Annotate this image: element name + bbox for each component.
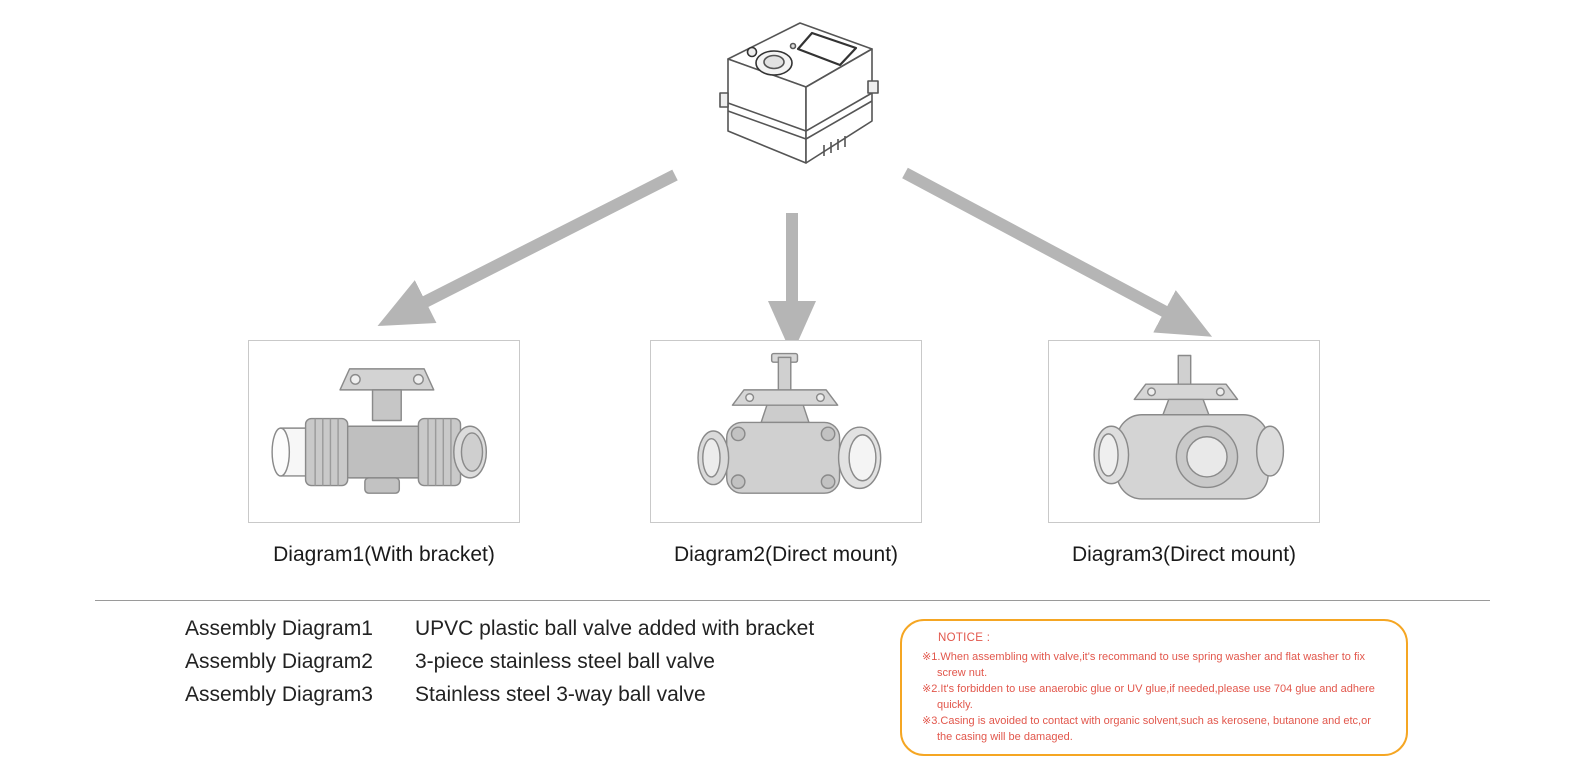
arrow-right-icon bbox=[902, 167, 1213, 337]
assembly-list: Assembly Diagram1 UPVC plastic ball valv… bbox=[185, 612, 814, 711]
actuator-illustration bbox=[700, 5, 896, 173]
assembly2-name: Assembly Diagram2 bbox=[185, 650, 373, 673]
electric-actuator-icon bbox=[719, 22, 879, 164]
diagram2-box bbox=[650, 340, 922, 523]
diagram3-box bbox=[1048, 340, 1320, 523]
diagram2-label: Diagram2(Direct mount) bbox=[673, 543, 899, 566]
assembly3-name: Assembly Diagram3 bbox=[185, 683, 373, 706]
flow-arrows bbox=[377, 167, 1213, 340]
assembly-row-3: Assembly Diagram3 Stainless steel 3-way … bbox=[185, 678, 814, 711]
assembly-row-1: Assembly Diagram1 UPVC plastic ball valv… bbox=[185, 612, 814, 645]
upvc-ball-valve-icon bbox=[271, 368, 488, 494]
notice-item-2: ※2.It's forbidden to use anaerobic glue … bbox=[922, 683, 1375, 711]
assembly1-description: UPVC plastic ball valve added with brack… bbox=[415, 617, 815, 640]
assembly3-description: Stainless steel 3-way ball valve bbox=[415, 683, 706, 706]
notice-item-3: ※3.Casing is avoided to contact with org… bbox=[922, 715, 1371, 743]
three-piece-ball-valve-icon bbox=[697, 352, 882, 494]
diagram1-box bbox=[248, 340, 520, 523]
assembly2-description: 3-piece stainless steel ball valve bbox=[415, 650, 715, 673]
diagram3-label: Diagram3(Direct mount) bbox=[1071, 543, 1297, 566]
assembly1-name: Assembly Diagram1 bbox=[185, 617, 373, 640]
notice-item-1: ※1.When assembling with valve,it's recom… bbox=[922, 651, 1365, 679]
diagram1-label: Diagram1(With bracket) bbox=[273, 543, 495, 566]
divider bbox=[95, 600, 1490, 601]
notice-title: NOTICE : bbox=[938, 632, 991, 644]
arrow-left-icon bbox=[377, 169, 678, 327]
notice-box: NOTICE : ※1.When assembling with valve,i… bbox=[900, 619, 1408, 756]
three-way-ball-valve-icon bbox=[1093, 354, 1285, 500]
assembly-row-2: Assembly Diagram2 3-piece stainless stee… bbox=[185, 645, 814, 678]
